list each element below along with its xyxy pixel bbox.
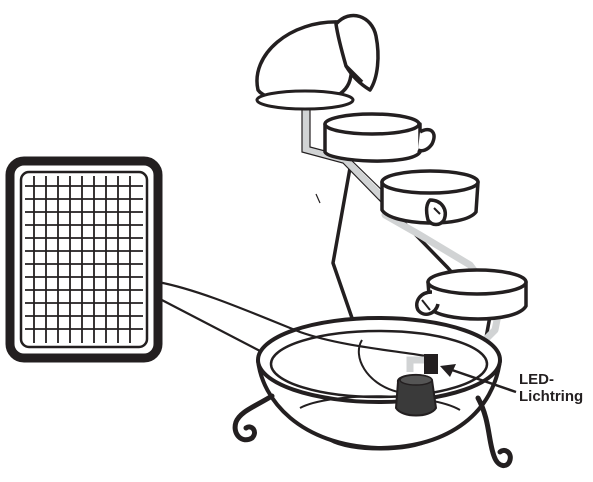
jug-spout [334,13,380,92]
led-callout-arrow [440,364,517,394]
stand-tick [315,193,321,204]
led-ring-label-line2: Lichtring [519,388,584,405]
top-jug [255,13,380,111]
basin-leg-left [232,393,275,443]
basin-base [329,438,431,451]
solar-panel-stake [157,297,263,353]
pump-pipe [406,356,430,372]
bowl-1-spout [417,127,436,153]
bowl-2-spout [424,198,447,227]
basin-leg-right [475,395,513,468]
bowl-3-spout [415,290,440,316]
led-ring [424,354,438,374]
led-ring-label: LED- Lichtring [519,371,583,405]
solar-panel-grid [25,176,143,343]
solar-panel-grid-border [19,170,149,349]
basin-water [299,395,461,411]
pump-cable [357,339,399,393]
led-ring-label-line1: LED- [519,371,554,388]
basin-legs [232,393,513,468]
bowl-2 [380,169,480,227]
jug-rim-shadow [255,89,355,111]
pump [394,356,438,417]
bowl-1 [323,112,436,163]
bowl-3 [415,268,528,321]
solar-panel-frame [5,156,163,363]
solar-panel [5,156,263,363]
solar-cable [157,280,427,358]
basin-rim-inner [269,329,489,399]
